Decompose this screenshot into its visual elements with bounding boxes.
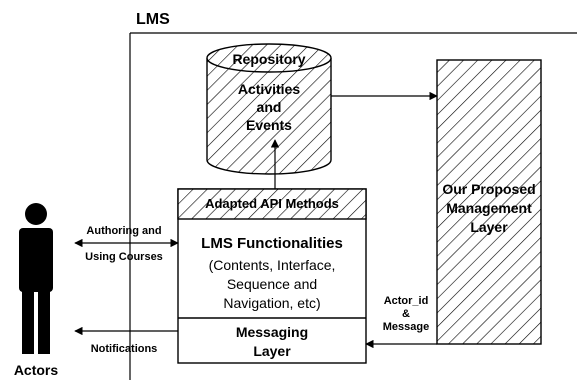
management-line-1: Our Proposed xyxy=(442,181,535,197)
lms-container: LMS xyxy=(129,11,577,380)
authoring-label-1: Authoring and xyxy=(86,225,161,237)
api-methods-box xyxy=(177,188,367,220)
api-methods-label: Adapted API Methods xyxy=(205,196,339,211)
management-line-3: Layer xyxy=(470,219,508,235)
lms-title: LMS xyxy=(136,11,170,28)
authoring-label-2: Using Courses xyxy=(85,251,163,263)
actor-message-label-1: Actor_id xyxy=(384,295,429,307)
repository-content-line-2: and xyxy=(257,99,282,115)
functionalities-title: LMS Functionalities xyxy=(201,235,343,252)
actor-icon xyxy=(19,203,53,354)
functionalities-detail-3: Navigation, etc) xyxy=(223,295,320,311)
actor-message-label-2: & xyxy=(402,308,410,320)
repository-content-line-3: Events xyxy=(246,117,292,133)
functionalities-detail-2: Sequence and xyxy=(227,276,317,292)
repository-cylinder: Repository Activities and Events xyxy=(206,43,332,175)
notifications-label: Notifications xyxy=(91,343,158,355)
actors-label: Actors xyxy=(14,362,59,378)
functionalities-detail-1: (Contents, Interface, xyxy=(209,257,336,273)
messaging-line-1: Messaging xyxy=(236,324,308,340)
actor-message-label-3: Message xyxy=(383,321,429,333)
repository-label: Repository xyxy=(232,51,305,67)
repository-content-line-1: Activities xyxy=(238,81,300,97)
management-line-2: Management xyxy=(446,200,532,216)
messaging-line-2: Layer xyxy=(253,343,291,359)
lms-box: Adapted API Methods LMS Functionalities … xyxy=(177,188,367,364)
management-layer: Our Proposed Management Layer xyxy=(436,59,542,345)
